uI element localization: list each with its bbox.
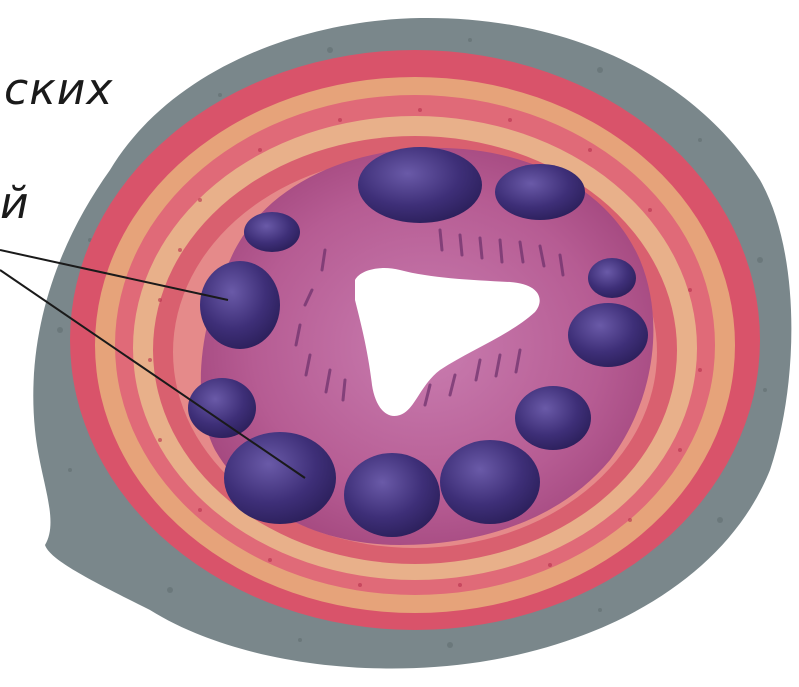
- label-top-fragment: ских: [4, 64, 113, 115]
- nucleus: [588, 258, 636, 298]
- label-middle-fragment: й: [0, 178, 29, 229]
- nucleus: [224, 432, 336, 524]
- nucleus: [200, 261, 280, 349]
- nucleus: [495, 164, 585, 220]
- nucleus: [568, 303, 648, 367]
- nucleus: [344, 453, 440, 537]
- nucleus: [188, 378, 256, 438]
- nucleus: [515, 386, 591, 450]
- nucleus: [440, 440, 540, 524]
- nucleus: [244, 212, 300, 252]
- nucleus: [358, 147, 482, 223]
